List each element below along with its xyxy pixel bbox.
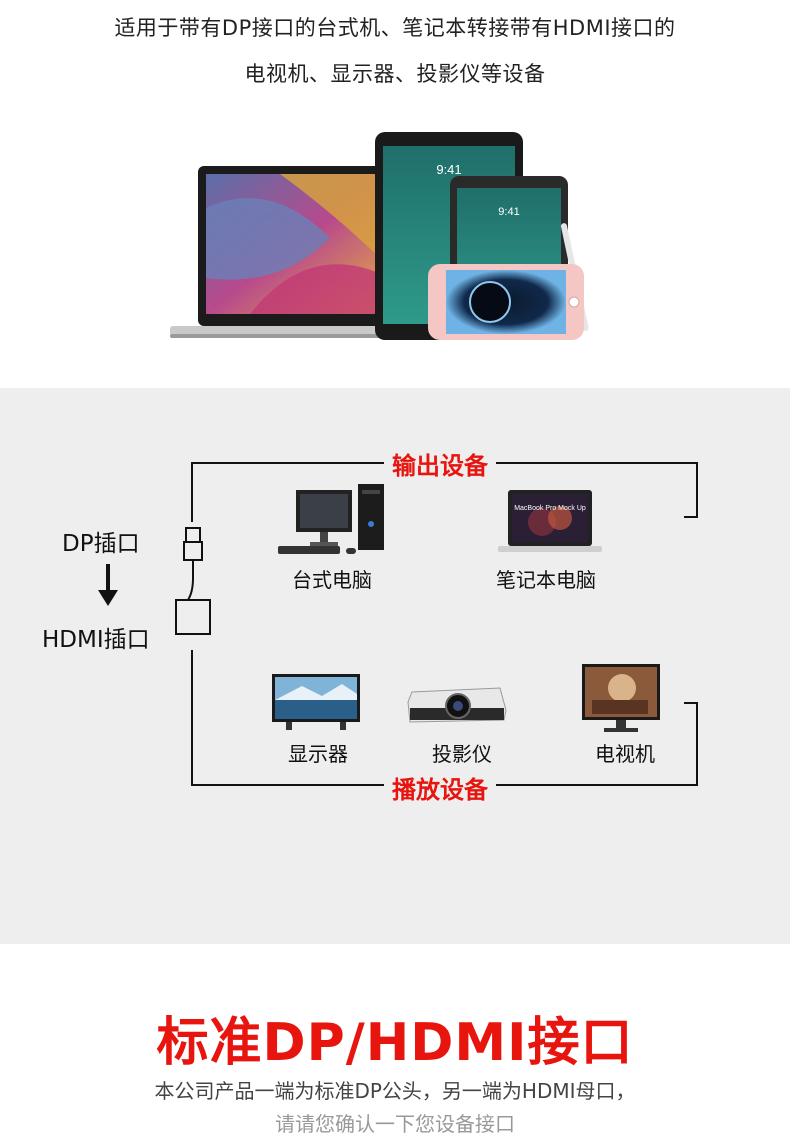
product-description-continued: 请请您确认一下您设备接口 [275,1112,515,1136]
standard-interface-title: 标准DP/HDMI接口 [156,1013,634,1073]
devices-hero-illustration: 9:41 9:41 [170,132,589,340]
monitor-label: 显示器 [288,742,348,766]
tv-icon [582,664,660,732]
product-description: 本公司产品一端为标准DP公头，另一端为HDMI母口， [154,1079,636,1103]
laptop-icon: MacBook Pro Mock Up [498,490,602,552]
connection-diagram-panel: 输出设备 播放设备 DP插口 HDMI插口 台式电脑 MacBook Pro M… [0,388,790,944]
monitor-icon [272,674,360,730]
playback-devices-label: 播放设备 [384,770,496,805]
down-arrow-icon [98,564,118,606]
small-tablet-time: 9:41 [498,206,519,218]
phone-icon [428,264,584,340]
frame-right-top-line [696,462,698,518]
dp-hdmi-adapter-icon [175,527,211,635]
intro-line-1: 适用于带有DP接口的台式机、笔记本转接带有HDMI接口的 [114,16,676,40]
desktop-computer-icon [278,484,384,554]
desktop-computer-label: 台式电脑 [292,568,372,592]
frame-left-bottom-line [191,650,193,786]
intro-line-2: 电视机、显示器、投影仪等设备 [244,62,546,86]
frame-right-bottom-line [696,702,698,786]
laptop-icon [170,166,420,338]
projector-label: 投影仪 [432,742,492,766]
frame-right-bottom-hook [684,702,696,704]
frame-right-top-hook [684,516,696,518]
projector-icon [407,687,507,723]
output-devices-label: 输出设备 [384,446,496,481]
dp-port-label: DP插口 [62,531,140,557]
hdmi-port-label: HDMI插口 [42,627,150,653]
laptop-label: 笔记本电脑 [496,568,596,592]
tablet-time: 9:41 [436,162,461,177]
frame-left-top-line [191,462,193,522]
tv-label: 电视机 [595,742,655,766]
laptop-screen-text: MacBook Pro Mock Up [514,505,586,512]
